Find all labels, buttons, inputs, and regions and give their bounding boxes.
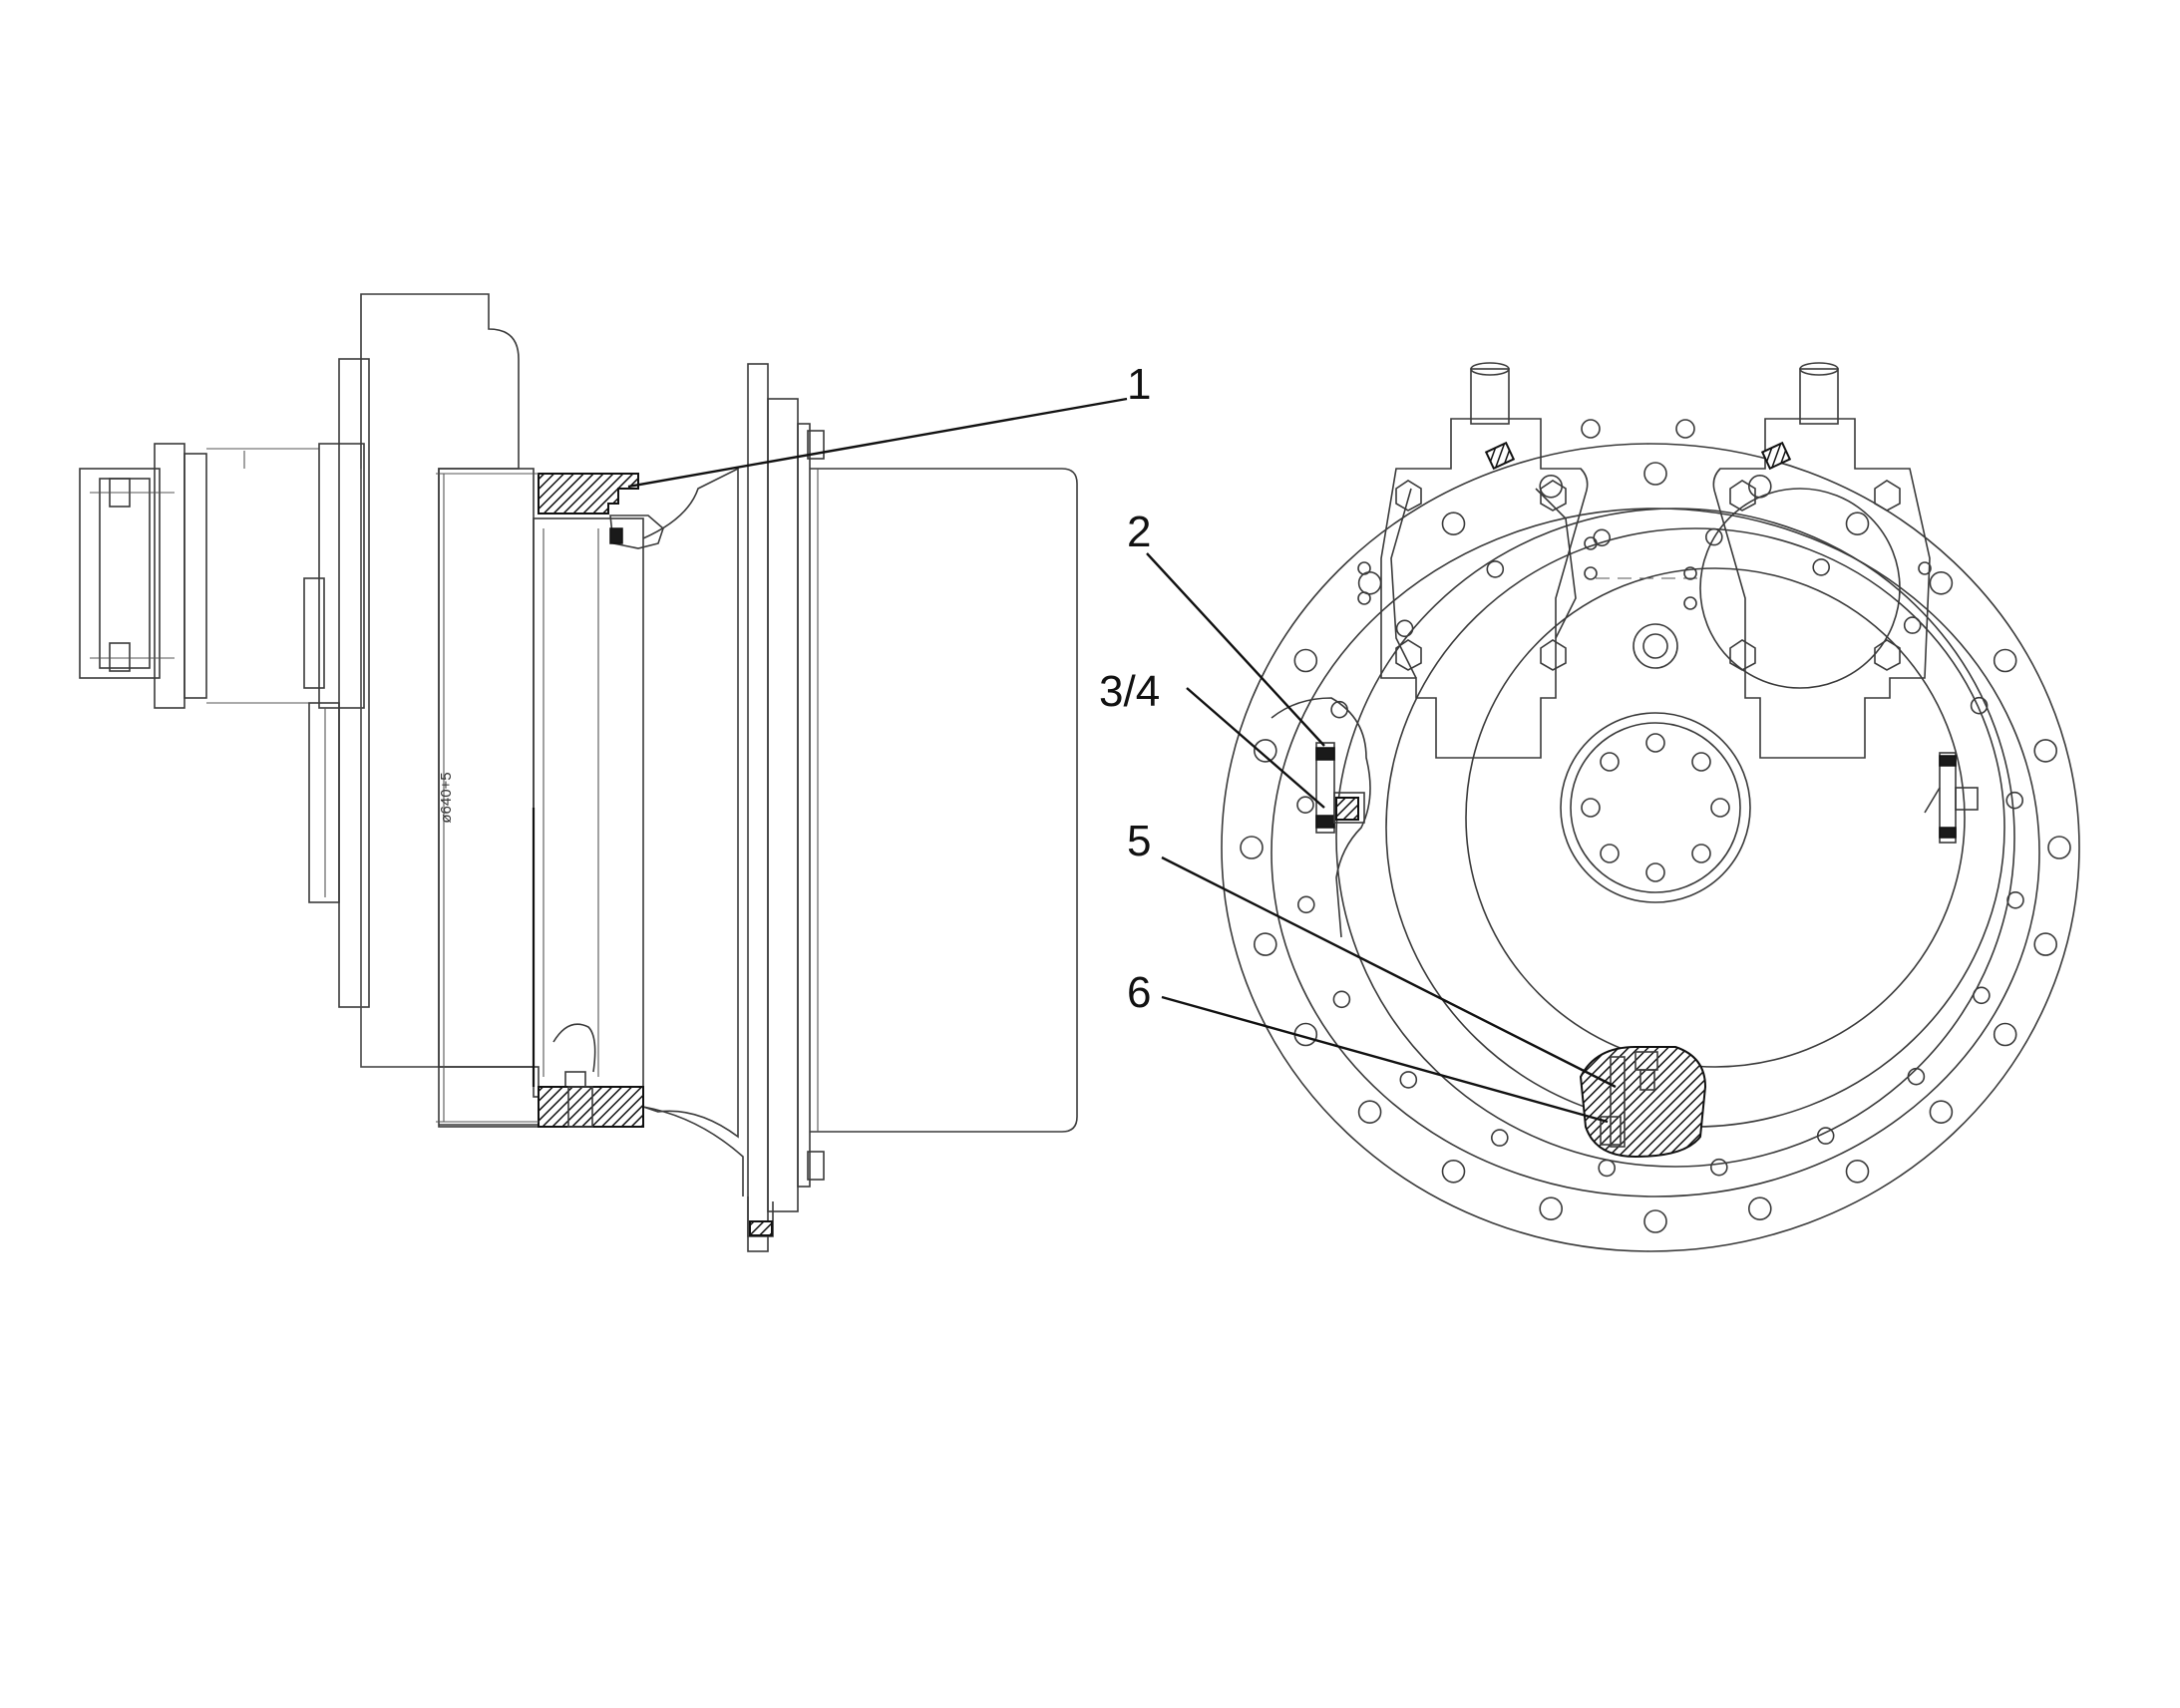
bolt-hole xyxy=(1929,570,1954,595)
bolt-hole xyxy=(1254,739,1277,763)
fitting-right xyxy=(1924,752,1979,844)
bolt-hole xyxy=(1598,1159,1616,1178)
bolt-hole xyxy=(1491,1129,1509,1147)
callout-6: 6 xyxy=(1127,968,1151,1017)
bolt-hole xyxy=(1903,616,1922,634)
bolt-hole xyxy=(1993,1022,2017,1047)
inner-bolt-holes xyxy=(1296,527,2024,1178)
bolt-hole xyxy=(2006,890,2024,909)
bolt-hole xyxy=(1748,1196,1772,1220)
ring-section-top xyxy=(538,473,664,549)
motor-right xyxy=(1699,362,1931,759)
bolt-hole xyxy=(1600,844,1620,863)
bolt-hole xyxy=(1973,986,1991,1005)
leader-3-4 xyxy=(1186,687,1325,809)
bolt-hole xyxy=(1399,1071,1418,1089)
bolt-hole xyxy=(1845,1160,1870,1184)
bolt-hole xyxy=(1993,648,2017,673)
leader-5 xyxy=(1161,855,1617,1089)
bolt-hole xyxy=(1297,895,1315,914)
bolt-hole xyxy=(1907,1067,1926,1086)
bolt-hole xyxy=(1691,752,1711,772)
ring-section-bottom xyxy=(538,1086,644,1128)
bolt-hole xyxy=(1845,512,1870,536)
bolt-hole xyxy=(1645,733,1665,753)
bolt-hole xyxy=(1293,648,1318,673)
bolt-hole xyxy=(1645,862,1665,882)
bolt-hole xyxy=(1254,932,1277,956)
bolt-hole xyxy=(1486,560,1505,578)
bolt-hole xyxy=(1970,696,1989,715)
callout-leaders xyxy=(627,397,1617,1124)
leader-6 xyxy=(1161,995,1609,1124)
motor-left xyxy=(1380,362,1589,759)
leader-2 xyxy=(1146,552,1325,747)
cutaway-left xyxy=(1271,697,1371,938)
diameter-label: ø640+5 xyxy=(438,772,455,823)
bolt-hole xyxy=(1395,619,1414,638)
leader-1 xyxy=(627,397,1128,489)
callout-1: 1 xyxy=(1127,360,1151,409)
bolt-hole xyxy=(1240,836,1264,859)
bolt-hole xyxy=(1357,570,1382,595)
bolt-hole xyxy=(1710,798,1730,818)
hub-body xyxy=(303,293,1078,1252)
bolt-hole xyxy=(1539,1196,1563,1220)
bolt-hole xyxy=(1691,844,1711,863)
bolt-hole xyxy=(1643,1209,1667,1233)
motor-mount-bolts xyxy=(1357,419,1932,610)
bolt-hole xyxy=(1332,990,1351,1009)
bolt-hole xyxy=(2047,836,2071,859)
cutaway-bottom xyxy=(1579,1046,1707,1159)
bolt-hole xyxy=(2005,791,2023,810)
front-view xyxy=(1221,362,2080,1252)
bolt-hole xyxy=(1710,1158,1728,1177)
callout-3-4: 3/4 xyxy=(1099,667,1160,716)
bolt-hole xyxy=(2033,932,2057,956)
bolt-hole xyxy=(1643,462,1667,486)
bolt-hole xyxy=(1812,558,1830,576)
bolt-hole xyxy=(1929,1100,1954,1124)
bolt-hole xyxy=(1600,752,1620,772)
center-hub xyxy=(1560,623,1751,903)
callout-5: 5 xyxy=(1127,817,1151,865)
bolt-hole xyxy=(1816,1127,1835,1145)
callout-2: 2 xyxy=(1127,508,1151,556)
bolt-hole xyxy=(1441,512,1466,536)
bolt-hole xyxy=(1705,527,1723,546)
bolt-hole xyxy=(1581,798,1601,818)
diameter-dimension: ø640+5 xyxy=(436,473,539,1123)
bolt-hole xyxy=(1357,1100,1382,1124)
bolt-hole xyxy=(2033,739,2057,763)
bolt-hole xyxy=(1296,796,1314,815)
motor-stub xyxy=(79,443,319,709)
bolt-hole xyxy=(1441,1160,1466,1184)
side-view: ø640+5 xyxy=(79,293,1078,1252)
